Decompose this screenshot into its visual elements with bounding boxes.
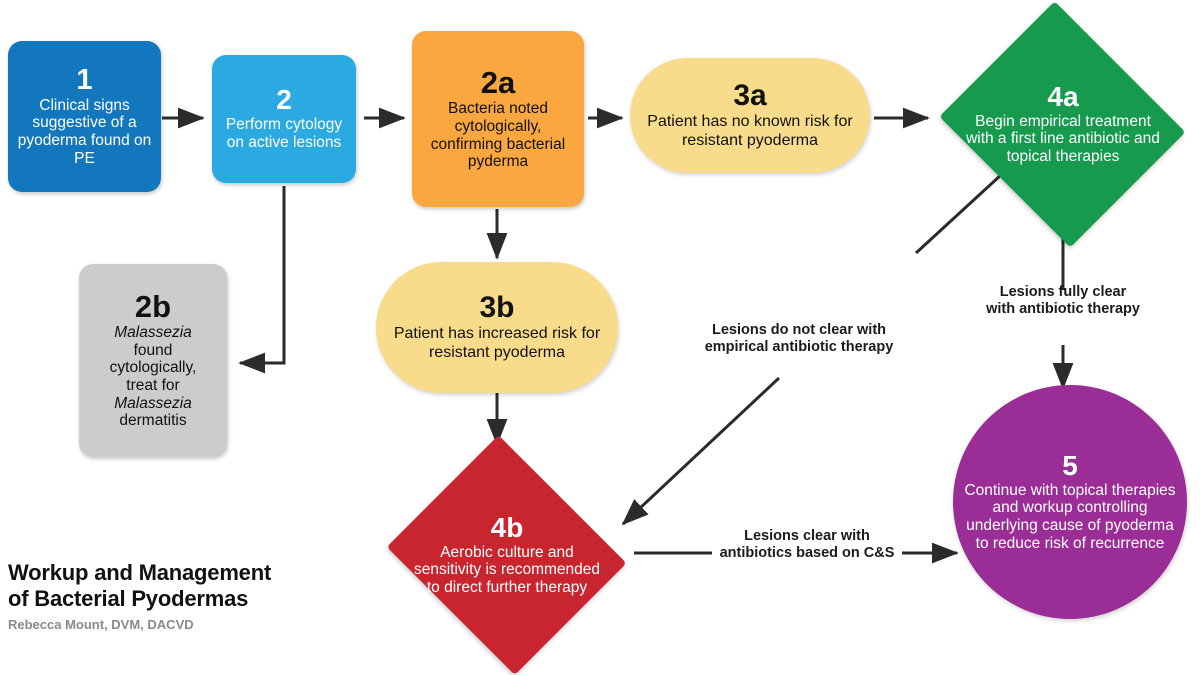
edge-label-not-clear-line1: Lesions do not clear with xyxy=(711,322,887,338)
node-4a-text: Begin empirical treatment with a first l… xyxy=(966,112,1160,165)
node-3b-tag: 3b xyxy=(479,291,515,325)
node-1-tag: 1 xyxy=(76,63,93,96)
node-5-tag: 5 xyxy=(1062,449,1078,481)
node-2b-tag: 2b xyxy=(134,289,172,325)
node-4b[interactable]: 4b Aerobic culture and sensitivity is re… xyxy=(379,434,635,675)
node-3b[interactable]: 3b Patient has increased risk for resist… xyxy=(376,262,618,393)
node-1[interactable]: 1 Clinical signs suggestive of a pyoderm… xyxy=(8,41,161,192)
edge-label-fully-clear-line2: with antibiotic therapy xyxy=(986,301,1140,318)
page-title-line1: Workup and Management xyxy=(8,560,272,585)
node-3a-tag: 3a xyxy=(733,79,767,113)
edge-label-not-clear-line2: empirical antibiotic therapy xyxy=(704,339,894,356)
node-2[interactable]: 2 Perform cytology on active lesions xyxy=(212,55,356,183)
node-2b-term-1: Malassezia xyxy=(114,324,192,342)
node-1-text: Clinical signs suggestive of a pyoderma … xyxy=(17,96,152,167)
node-2-tag: 2 xyxy=(276,84,292,116)
node-2a-tag: 2a xyxy=(480,65,516,101)
edge-2-to-2b xyxy=(238,186,286,374)
edge-4a-to-4b xyxy=(621,161,1016,526)
node-4a[interactable]: 4a Begin empirical treatment with a firs… xyxy=(932,0,1194,247)
node-2b-term-2: Malassezia xyxy=(114,394,192,412)
node-4a-tag: 4a xyxy=(1047,80,1079,112)
page-title-line2: of Bacterial Pyodermas xyxy=(8,585,249,611)
edge-label-clear-cs-line2: antibiotics based on C&S xyxy=(719,545,895,562)
node-4b-tag: 4b xyxy=(490,511,524,543)
node-2a-text: Bacteria noted cytologically, confirming… xyxy=(430,100,566,171)
node-3a[interactable]: 3a Patient has no known risk for resista… xyxy=(630,58,870,173)
edge-label-fully-clear: Lesions fully clear with antibiotic ther… xyxy=(963,284,1163,319)
node-3b-text: Patient has increased risk for resistant… xyxy=(393,325,601,361)
node-3a-text: Patient has no known risk for resistant … xyxy=(647,113,853,149)
edge-label-fully-clear-line1: Lesions fully clear xyxy=(999,284,1127,300)
title-block: Workup and Management of Bacterial Pyode… xyxy=(8,560,271,632)
author-credit: Rebecca Mount, DVM, DACVD xyxy=(8,616,194,632)
node-5-text: Continue with topical therapies and work… xyxy=(964,481,1176,552)
node-2-text: Perform cytology on active lesions xyxy=(225,116,343,151)
edge-label-clear-cs-line1: Lesions clear with xyxy=(744,528,870,544)
edge-label-clear-cs: Lesions clear with antibiotics based on … xyxy=(702,528,912,563)
node-4b-text: Aerobic culture and sensitivity is recom… xyxy=(413,543,601,596)
edge-label-not-clear: Lesions do not clear with empirical anti… xyxy=(679,322,919,357)
node-2a[interactable]: 2a Bacteria noted cytologically, confirm… xyxy=(412,31,584,207)
node-5[interactable]: 5 Continue with topical therapies and wo… xyxy=(953,385,1187,619)
